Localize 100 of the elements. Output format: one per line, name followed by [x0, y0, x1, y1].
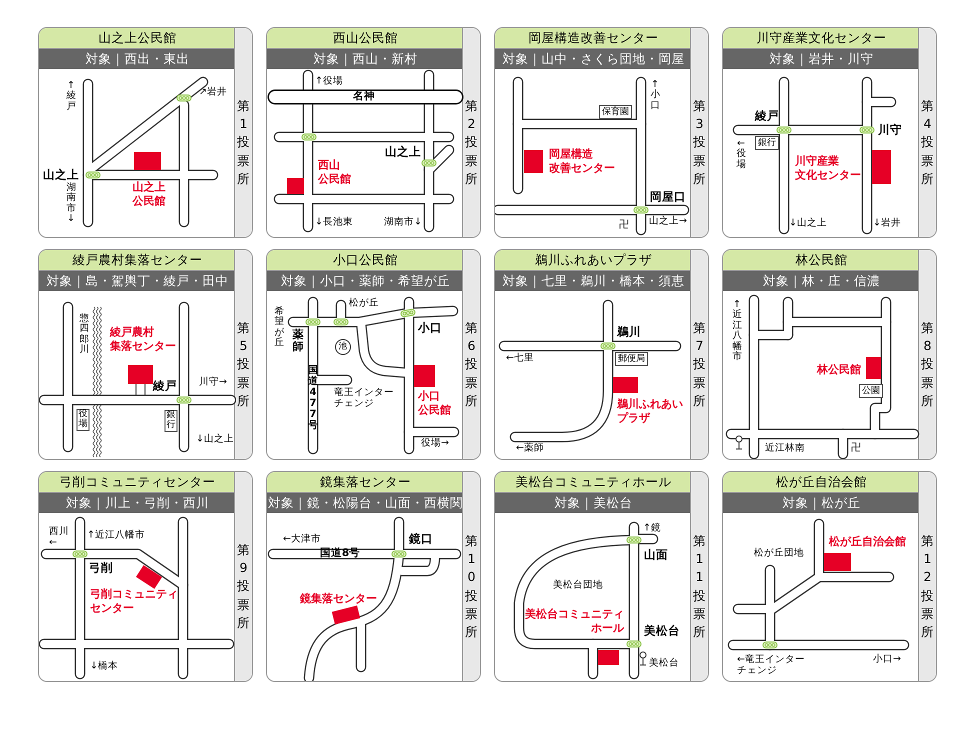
map-symbol: 卍	[851, 442, 861, 456]
area-label: 弓削	[89, 559, 113, 576]
place-label: 山之上→	[649, 216, 687, 228]
place-label: 美松台団地	[553, 580, 603, 592]
facility-title-band: 松が丘自治会館	[723, 472, 920, 493]
place-label: ←竜王インターチェンジ	[737, 655, 805, 677]
road-name-label: 名神	[353, 89, 375, 104]
place-label: ↓山之上	[789, 218, 827, 230]
polling-place-card	[722, 471, 937, 682]
landmark-label: 公園	[859, 384, 883, 398]
facility-label: 小口公民館	[418, 389, 451, 417]
place-label: ↑鏡	[643, 524, 661, 534]
facility-label: 鏡集落センター	[300, 592, 377, 606]
facility-title-band: 山之上公民館	[39, 28, 236, 49]
polling-place-card	[266, 471, 481, 682]
place-label: ↑小口	[650, 80, 660, 112]
facility-label: 綾戸農村集落センター	[110, 325, 176, 353]
area-label: 綾戸	[153, 377, 177, 394]
place-label: ↓橋本	[90, 662, 118, 672]
polling-place-card	[38, 471, 253, 682]
area-label: 岡屋口	[650, 188, 686, 206]
place-label: 竜王インターチェンジ	[334, 388, 394, 410]
station-number-column: 第4投票所	[918, 28, 936, 237]
facility-title-band: 美松台コミュニティホール	[495, 472, 692, 493]
area-label: 山之上	[43, 166, 79, 182]
target-area-band: 対象｜美松台	[495, 493, 692, 513]
target-area-band: 対象｜松が丘	[723, 493, 920, 513]
place-label: ↑綾戸	[66, 81, 76, 112]
place-label: 松が丘	[349, 298, 379, 310]
place-label: 湖南市↓	[66, 183, 76, 225]
landmark-label: 保育園	[599, 105, 632, 119]
area-label: 鏡口	[409, 530, 433, 548]
station-number-column: 第7投票所	[690, 250, 708, 459]
facility-title-band: 岡屋構造改善センター	[495, 28, 692, 49]
facility-title-band: 小口公民館	[267, 250, 464, 271]
station-number-column: 第9投票所	[234, 472, 252, 681]
facility-label: 山之上公民館	[132, 180, 166, 208]
area-label: 綾戸	[755, 107, 779, 124]
place-label: ↓岩井	[873, 218, 901, 230]
target-area-band: 対象｜鏡・松陽台・山面・西横関	[267, 493, 464, 513]
place-label: ↗岩井	[199, 88, 227, 98]
facility-title-band: 林公民館	[723, 250, 920, 271]
place-label: 希望が丘	[274, 307, 284, 349]
target-area-band: 対象｜林・庄・信濃	[723, 271, 920, 291]
place-label: 湖南市↓	[384, 218, 422, 228]
target-area-band: 対象｜小口・薬師・希望が丘	[267, 271, 464, 291]
station-number-column: 第10投票所	[462, 472, 480, 681]
facility-label: 西山公民館	[318, 158, 351, 186]
place-label: ↑近江八幡市	[87, 530, 145, 542]
polling-place-card	[494, 471, 709, 682]
pond-label: 池	[338, 340, 348, 354]
area-label: 川守	[878, 121, 902, 138]
facility-label: 美松台コミュニティホール	[525, 607, 624, 635]
place-label: 美松台	[649, 658, 679, 670]
landmark-label: 郵便局	[615, 352, 648, 366]
area-label: 鵜川	[617, 323, 641, 340]
place-label: ↓山之上	[196, 434, 234, 446]
place-label: 小口→	[873, 654, 901, 666]
area-label: 山之上	[385, 143, 421, 160]
facility-label: 松が丘自治会館	[829, 535, 906, 549]
polling-place-card	[494, 27, 709, 238]
station-number-column: 第3投票所	[690, 28, 708, 237]
area-label: 小口	[418, 319, 442, 336]
facility-title-band: 鏡集落センター	[267, 472, 464, 493]
facility-title-band: 弓削コミュニティセンター	[39, 472, 236, 493]
station-number-column: 第2投票所	[462, 28, 480, 237]
place-label: 川守→	[199, 378, 227, 388]
facility-label: 鵜川ふれあいプラザ	[617, 397, 683, 425]
station-number-column: 第11投票所	[690, 472, 708, 681]
polling-place-card	[722, 27, 937, 238]
target-area-band: 対象｜岩井・川守	[723, 49, 920, 69]
place-label: ←薬師	[516, 444, 544, 454]
place-label: 惣四郎川	[79, 314, 89, 356]
place-label: 松が丘団地	[754, 548, 804, 560]
facility-label: 林公民館	[817, 363, 861, 377]
target-area-band: 対象｜川上・弓削・西川	[39, 493, 236, 513]
target-area-band: 対象｜七里・鵜川・橋本・須恵	[495, 271, 692, 291]
polling-place-card	[266, 27, 481, 238]
target-area-band: 対象｜山中・さくら団地・岡屋	[495, 49, 692, 69]
landmark-label: 銀行	[755, 136, 779, 150]
area-label: 山面	[644, 546, 668, 564]
facility-label: 弓削コミュニティセンター	[90, 587, 178, 615]
place-label: ←七里	[506, 354, 534, 364]
place-label: ↑近江八幡市	[732, 300, 742, 363]
facility-label: 岡屋構造改善センター	[549, 147, 615, 175]
station-number-column: 第1投票所	[234, 28, 252, 237]
place-label: ↓長池東	[315, 218, 353, 228]
target-area-band: 対象｜西山・新村	[267, 49, 464, 69]
polling-place-card	[38, 249, 253, 460]
station-number-column: 第6投票所	[462, 250, 480, 459]
polling-place-card	[38, 27, 253, 238]
polling-place-card	[266, 249, 481, 460]
target-area-band: 対象｜島・駕輿丁・綾戸・田中	[39, 271, 236, 291]
polling-place-card	[722, 249, 937, 460]
target-area-band: 対象｜西出・東出	[39, 49, 236, 69]
place-label: 役場→	[421, 438, 449, 450]
station-number-column: 第5投票所	[234, 250, 252, 459]
facility-title-band: 川守産業文化センター	[723, 28, 920, 49]
facility-title-band: 鵜川ふれあいプラザ	[495, 250, 692, 271]
place-label: ↑役場	[315, 76, 343, 88]
